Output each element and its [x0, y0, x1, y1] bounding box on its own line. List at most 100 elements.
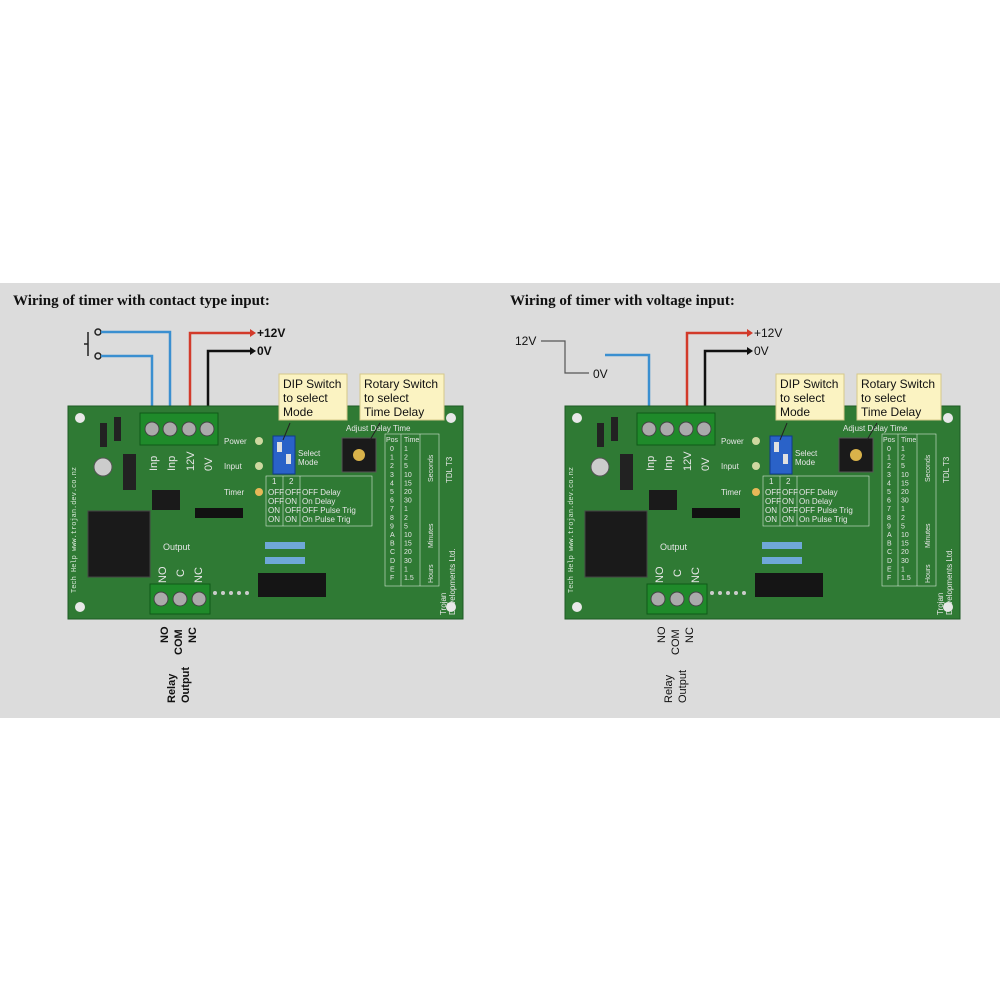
side-text: Tech Help www.trojan.dev.co.nz [71, 467, 79, 593]
led-label-input: Input [224, 462, 243, 471]
mode-cell: On Delay [799, 497, 832, 506]
delay-pos-cell: C [390, 549, 395, 556]
delay-unit: Minutes [428, 523, 435, 548]
delay-pos-cell: 2 [887, 463, 891, 470]
led-label-power: Power [224, 437, 247, 446]
mode-cell: ON [268, 515, 280, 524]
delay-pos-cell: 1 [887, 455, 891, 462]
delay-time-cell: 10 [404, 532, 412, 539]
delay-time-cell: 1 [901, 506, 905, 513]
input-wire-1 [101, 330, 172, 410]
delay-time-cell: 2 [404, 455, 408, 462]
delay-pos-cell: 3 [390, 472, 394, 479]
mode-cell: OFF Pulse Trig [799, 506, 853, 515]
select-mode-label: Select [795, 449, 818, 458]
supply-pos-label: +12V [754, 326, 782, 340]
supply-wire-neg [206, 349, 250, 410]
ic-chip [258, 573, 326, 597]
mode-table-header: 2 [289, 477, 294, 486]
mode-cell: OFF Delay [302, 488, 341, 497]
delay-unit: Seconds [428, 454, 435, 482]
relay-terminal-label: COM [173, 629, 185, 655]
delay-time-cell: 20 [901, 489, 909, 496]
callout-line: Rotary Switch [861, 377, 935, 391]
led-label-power: Power [721, 437, 744, 446]
mode-cell: OFF [268, 488, 284, 497]
delay-pos-cell: A [887, 532, 892, 539]
delay-pos-cell: F [390, 575, 394, 582]
delay-time-cell: 1 [404, 506, 408, 513]
output-label: Output [660, 542, 688, 552]
delay-pos-cell: 9 [390, 523, 394, 530]
mode-table: 1 2 OFF OFF OFF Delay OFF ON On Delay ON… [265, 475, 373, 527]
contact-switch-icon [84, 328, 102, 360]
delay-pos-cell: E [390, 566, 395, 573]
led-label-timer: Timer [224, 488, 244, 497]
supply-wire-pos [188, 331, 250, 410]
delay-time-cell: 1 [901, 566, 905, 573]
capacitor [590, 457, 610, 477]
mode-cell: OFF [285, 488, 301, 497]
relay-terminal-label: NO [656, 626, 668, 643]
mode-cell: ON [285, 497, 297, 506]
transistor [195, 508, 243, 518]
timer-led [255, 488, 263, 496]
callout-line: Time Delay [861, 405, 921, 419]
relay-terminal-label: NC [684, 627, 696, 643]
delay-time-cell: 20 [404, 489, 412, 496]
delay-time-cell: 15 [901, 541, 909, 548]
delay-header: Time [901, 437, 916, 444]
mode-table-header: 1 [272, 477, 277, 486]
delay-pos-cell: F [887, 575, 891, 582]
dip-switch [769, 435, 793, 475]
callout-line: Mode [283, 405, 313, 419]
delay-pos-cell: D [390, 558, 395, 565]
delay-time-cell: 2 [901, 515, 905, 522]
figure-panel: Wiring of timer with contact type input:… [0, 283, 1000, 718]
led-label-timer: Timer [721, 488, 741, 497]
callout-line: to select [283, 391, 328, 405]
voltage-step-signal [541, 340, 589, 374]
dip-switch-callout: DIP Switch to select Mode [278, 373, 348, 441]
relay-caption: Output [180, 667, 192, 703]
mode-table: 1 2 OFF OFF OFF Delay OFF ON On Delay ON… [762, 475, 870, 527]
delay-unit: Hours [428, 564, 435, 583]
power-led [255, 437, 263, 445]
resistor [762, 557, 802, 564]
delay-pos-cell: 5 [390, 489, 394, 496]
mode-cell: ON [765, 506, 777, 515]
output-terminal-label: NO [654, 566, 666, 583]
relay-caption: Output [677, 670, 689, 703]
delay-header: Pos [386, 437, 399, 444]
delay-pos-cell: 3 [887, 472, 891, 479]
rotary-switch-callout: Rotary Switch to select Time Delay [359, 373, 445, 441]
model-label: TDL T3 [942, 456, 951, 483]
delay-time-cell: 15 [404, 480, 412, 487]
delay-pos-cell: 4 [390, 480, 394, 487]
resistor [265, 542, 305, 549]
mode-cell: OFF [765, 488, 781, 497]
mode-cell: OFF Delay [799, 488, 838, 497]
input-wire-2 [101, 354, 154, 410]
callout-line: Rotary Switch [364, 377, 438, 391]
select-mode-label: Mode [298, 458, 319, 467]
delay-time-cell: 20 [901, 549, 909, 556]
supply-wire-neg [703, 349, 747, 410]
mode-cell: ON [268, 506, 280, 515]
delay-time-cell: 10 [901, 532, 909, 539]
mode-cell: ON [782, 497, 794, 506]
terminal-label: 12V [682, 451, 694, 471]
callout-line: to select [780, 391, 825, 405]
delay-time-cell: 2 [404, 515, 408, 522]
supply-wire-pos [685, 331, 747, 410]
output-terminal-label: NC [193, 567, 205, 583]
delay-unit: Seconds [925, 454, 932, 482]
delay-pos-cell: C [887, 549, 892, 556]
relay-terminal-label: NC [187, 627, 199, 643]
supply-pos-label: +12V [257, 326, 285, 340]
mode-cell: OFF [765, 497, 781, 506]
mode-cell: On Delay [302, 497, 335, 506]
delay-header: Pos [883, 437, 896, 444]
delay-pos-cell: 0 [390, 446, 394, 453]
